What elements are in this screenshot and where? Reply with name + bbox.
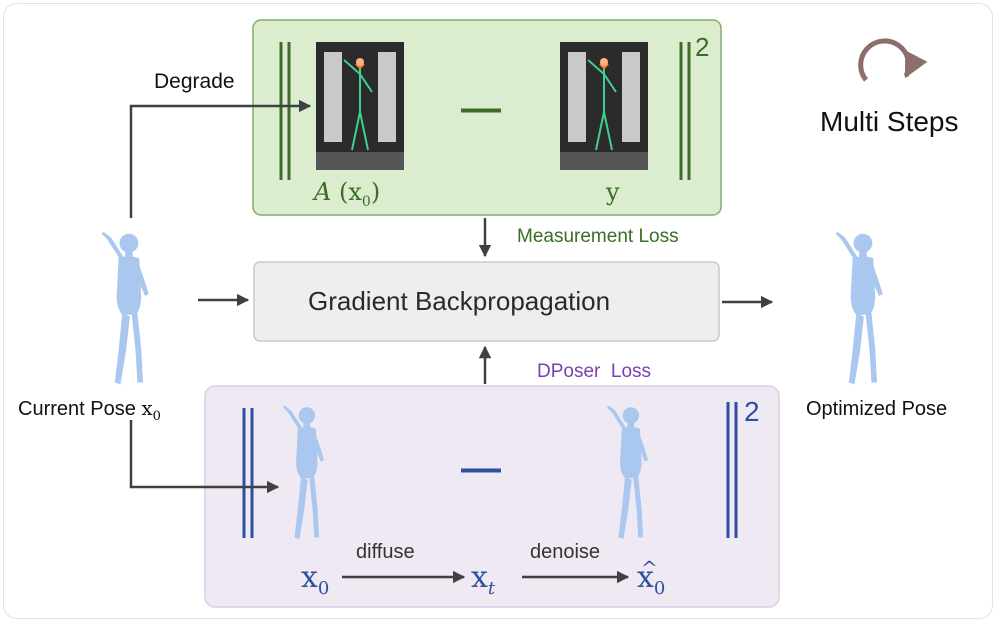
norm-bars-right-green [679,42,691,180]
x0-hat-sub: 0 [653,578,666,599]
current-pose-x: x [141,396,153,420]
degraded-x-sub: 0 [361,193,371,210]
xt-symbol: xt [471,560,495,599]
degraded-pose-photo-icon [316,42,404,170]
optimized-pose-label: Optimized Pose [806,398,948,420]
degrade-label: Degrade [154,70,235,93]
degraded-expression: A (x0) [314,178,380,210]
current-pose-human-mesh-icon [101,231,149,385]
multi-steps-label: Multi Steps [820,106,959,137]
loop-arrow-icon [858,38,928,82]
gradient-backprop-label: Gradient Backpropagation [308,286,611,316]
observed-photo-icon [560,42,648,170]
x0-sub: 0 [317,578,330,599]
current-pose-label: Current Pose x0 [18,396,161,424]
measurement-norm-exponent: 2 [695,32,710,62]
dposer-loss-label: DPoser Loss [537,361,652,382]
dposer-norm-exponent: 2 [744,396,760,427]
paren-close: ) [370,178,381,206]
current-pose-var: x0 [141,396,161,424]
denoise-label: denoise [530,541,601,563]
measurement-loss-label: Measurement Loss [517,226,679,247]
x0-hat-symbol: x0 ^ [637,556,666,599]
observation-y: y [606,178,620,206]
x0-symbol: x0 [301,560,329,599]
degraded-x: x [348,178,362,206]
current-pose-sub: 0 [152,409,161,424]
hat-accent-icon: ^ [641,556,658,580]
diffuse-label: diffuse [356,541,415,563]
norm-bars-right-blue [726,402,738,538]
optimized-pose-human-mesh-icon [835,231,883,385]
xt-base: x [471,560,488,595]
norm-bars-left-blue [242,408,254,538]
dposer-minus: — [461,446,501,490]
measurement-minus: — [461,86,501,130]
degrade-arrow [129,99,312,218]
norm-bars-left-green [279,42,291,180]
x0-base: x [301,560,318,595]
current-pose-text: Current Pose [18,398,142,420]
xt-sub: t [488,578,495,599]
diagram-frame [3,3,993,619]
x0-hat-base: x [637,560,654,595]
paren-open: ( [338,178,349,206]
gradient-backprop-box [253,261,720,342]
xt-sub-t: t [487,578,496,599]
current-to-dposer-arrow [129,420,280,494]
operator-a: A [314,178,332,206]
